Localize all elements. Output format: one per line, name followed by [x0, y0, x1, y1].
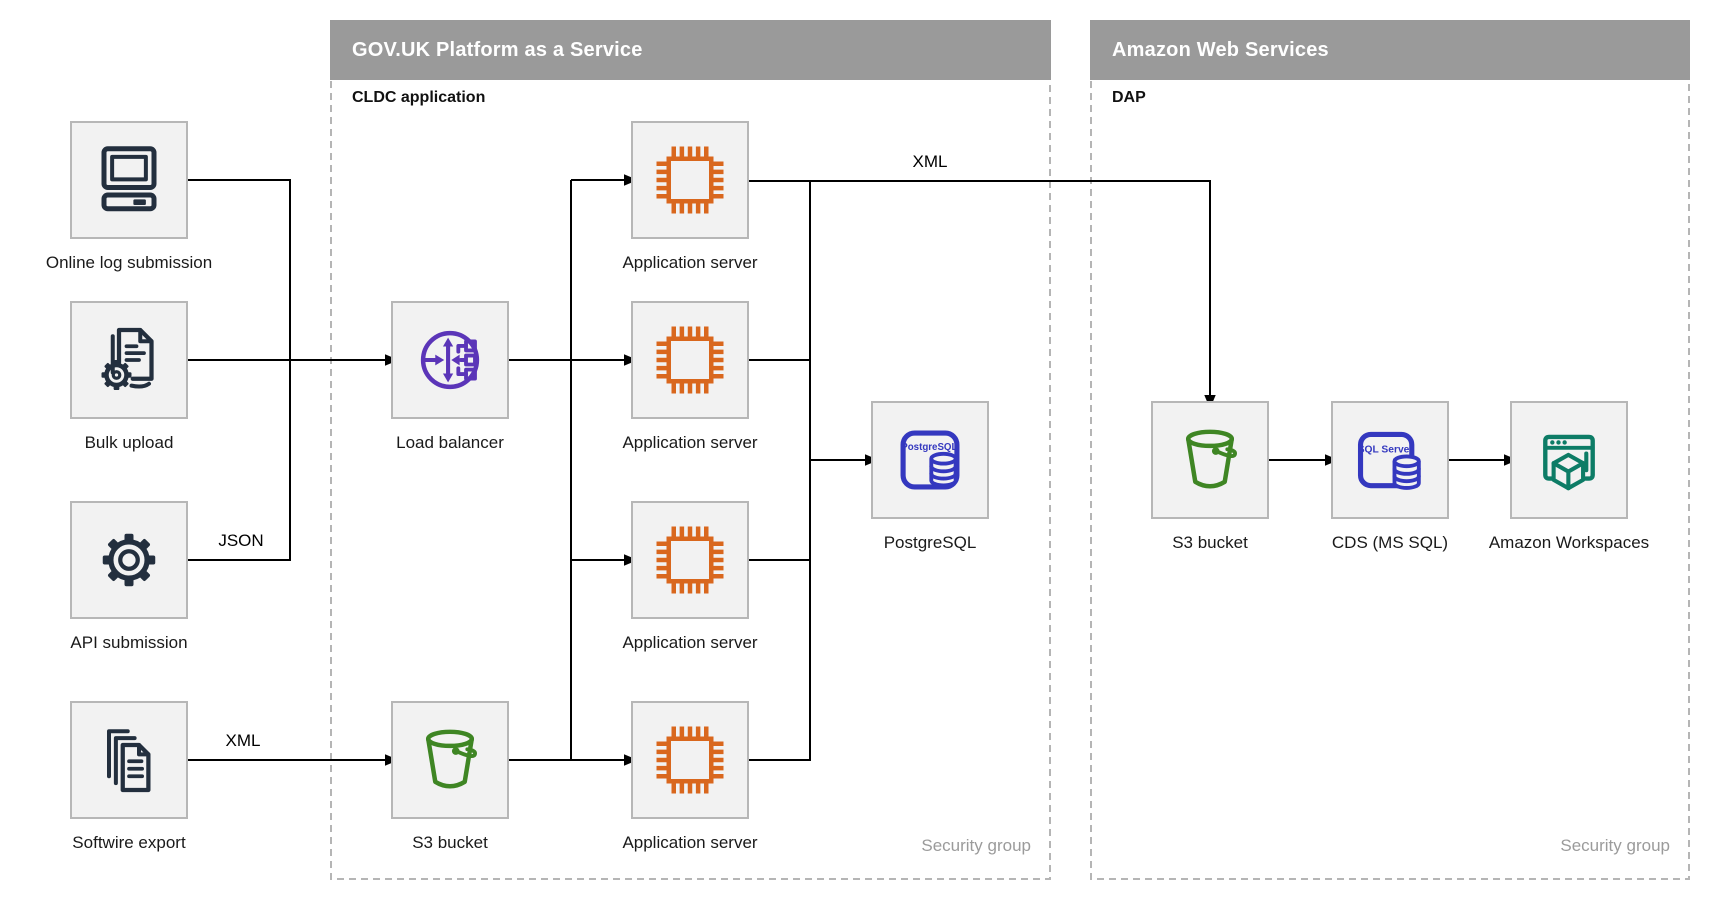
document-gear-icon: [101, 327, 154, 390]
edge-label-xml-softwire: XML: [225, 731, 261, 750]
chip-icon: [656, 726, 724, 794]
node-cds-mssql: SQL Server: [1331, 401, 1449, 519]
chip-icon: [656, 526, 724, 594]
chip-icon: [656, 326, 724, 394]
node-label: S3 bucket: [1172, 533, 1248, 552]
node-label: API submission: [70, 633, 188, 652]
node-load-balancer: [391, 301, 509, 419]
node-label: CDS (MS SQL): [1331, 533, 1449, 552]
node-s3-bucket-paas: [391, 701, 509, 819]
paas-sublabel: CLDC application: [352, 89, 486, 106]
aws-container-header: Amazon Web Services: [1090, 20, 1690, 80]
node-softwire-export: [70, 701, 188, 819]
load-balancer-icon: [420, 330, 480, 390]
node-amazon-workspaces: [1510, 401, 1628, 519]
aws-title: Amazon Web Services: [1112, 38, 1329, 61]
node-application-server-2: [631, 301, 749, 419]
node-s3-bucket-aws: [1151, 401, 1269, 519]
node-label: Application server: [622, 833, 758, 852]
node-label: Online log submission: [45, 253, 213, 272]
node-application-server-4: [631, 701, 749, 819]
computer-icon: [101, 146, 157, 212]
aws-sublabel: DAP: [1112, 89, 1146, 106]
edge-api-json-merge: [188, 361, 291, 561]
paas-title: GOV.UK Platform as a Service: [352, 38, 643, 61]
node-label: Application server: [622, 253, 758, 272]
edge-label-json: JSON: [218, 531, 264, 550]
s3-bucket-icon: [1185, 429, 1238, 489]
small-gear: [101, 360, 132, 390]
node-label: Application server: [622, 433, 758, 452]
edge-label-xml-app: XML: [912, 152, 948, 171]
postgresql-icon-text: PostgreSQL: [901, 442, 957, 453]
aws-security-group-label: Security group: [1560, 836, 1670, 855]
node-label: S3 bucket: [412, 833, 488, 852]
node-application-server-1: [631, 121, 749, 239]
stacked-documents-icon: [107, 729, 151, 793]
node-label: Application server: [622, 633, 758, 652]
paas-container-header: GOV.UK Platform as a Service: [330, 20, 1051, 80]
paas-security-group-label: Security group: [921, 836, 1031, 855]
node-label: Bulk upload: [84, 433, 174, 452]
node-postgresql: PostgreSQL: [871, 401, 989, 519]
edge-onlinelog-merge: [188, 179, 291, 359]
postgresql-database-icon: PostgreSQL: [900, 430, 960, 490]
edge-xml-to-aws-s3: [749, 180, 1216, 409]
node-online-log-submission: [70, 121, 188, 239]
gear-icon: [102, 533, 156, 587]
aws-dashed-border: [1090, 81, 1690, 880]
sql-server-icon-text: SQL Server: [1358, 444, 1414, 455]
node-label: Load balancer: [396, 433, 504, 452]
node-label: Amazon Workspaces: [1488, 533, 1650, 552]
node-label: PostgreSQL: [883, 533, 977, 552]
workspaces-icon: [1543, 434, 1595, 491]
node-api-submission: [70, 501, 188, 619]
chip-icon: [656, 146, 724, 214]
s3-bucket-icon: [425, 729, 478, 789]
sql-server-database-icon: SQL Server: [1358, 431, 1421, 490]
node-label: Softwire export: [72, 833, 186, 852]
node-application-server-3: [631, 501, 749, 619]
paas-dashed-border: [330, 81, 1051, 880]
node-bulk-upload: [70, 301, 188, 419]
